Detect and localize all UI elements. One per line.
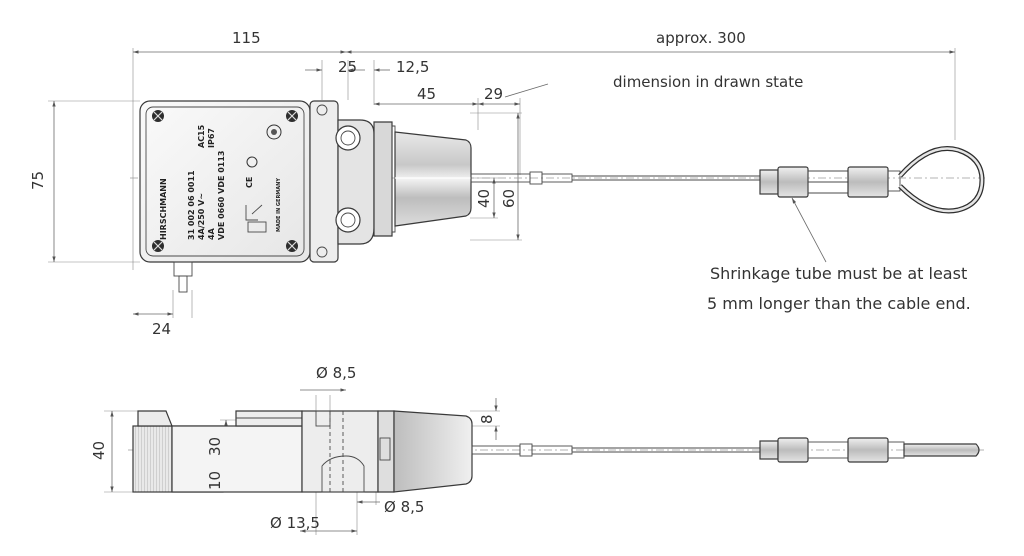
brand-label: HIRSCHMANN <box>159 178 168 240</box>
made-in-label: MADE IN GERMANY <box>276 178 282 232</box>
dim-counterbore: Ø 13,5 <box>270 514 320 532</box>
screw-icon <box>152 110 298 252</box>
dim-side-top-step: 8 <box>478 414 496 424</box>
dim-side-height: 40 <box>90 441 108 460</box>
rating-label-1: 4A/250 V~ <box>197 193 206 240</box>
housing-side <box>132 410 303 493</box>
dim-drawn: 29 <box>484 85 503 103</box>
part-number-label: 31 002 06 0011 <box>187 170 196 240</box>
dim-height: 75 <box>29 171 47 190</box>
top-view: HIRSCHMANN 31 002 06 0011 4A/250 V~ 4A V… <box>29 29 985 338</box>
dim-nose-height-large: 60 <box>500 189 518 208</box>
cable-gland <box>173 261 193 293</box>
note-shrink-line2: 5 mm longer than the cable end. <box>707 294 971 313</box>
dim-nose-height-small: 40 <box>475 189 493 208</box>
rating-label-2: 4A <box>207 227 216 240</box>
dim-nose: 45 <box>417 85 436 103</box>
dim-side-lower: 10 <box>206 471 224 490</box>
standard-label: VDE 0660 VDE 0113 <box>217 151 226 240</box>
mounting-flange <box>309 100 375 263</box>
cable-side <box>471 437 980 463</box>
dim-flange: 25 <box>338 58 357 76</box>
cable-eye-loop <box>898 146 985 214</box>
flange-side <box>301 410 379 493</box>
dim-total-width: 115 <box>232 29 261 47</box>
pull-cable <box>470 171 760 185</box>
device-label: HIRSCHMANN 31 002 06 0011 4A/250 V~ 4A V… <box>159 124 282 240</box>
note-shrink-line1: Shrinkage tube must be at least <box>710 264 967 283</box>
shrink-tube <box>759 166 901 198</box>
ip-label: IP67 <box>207 128 216 148</box>
side-view: Ø 8,5 Ø 8,5 Ø 13,5 40 30 10 8 <box>90 364 985 535</box>
note-drawn-state: dimension in drawn state <box>613 73 803 91</box>
actuator-nose <box>373 121 472 237</box>
dim-side-inner: 30 <box>206 437 224 456</box>
dim-hole-top: Ø 8,5 <box>316 364 356 382</box>
dim-cable-length: approx. 300 <box>656 29 746 47</box>
dim-cable-gland: 24 <box>152 320 171 338</box>
ce-label: CE <box>245 177 254 188</box>
nose-side <box>377 410 473 493</box>
dim-flange-offset: 12,5 <box>396 58 429 76</box>
dim-hole-bottom: Ø 8,5 <box>384 498 424 516</box>
ac-label: AC15 <box>197 124 206 148</box>
switch-symbol-icon <box>245 204 267 233</box>
